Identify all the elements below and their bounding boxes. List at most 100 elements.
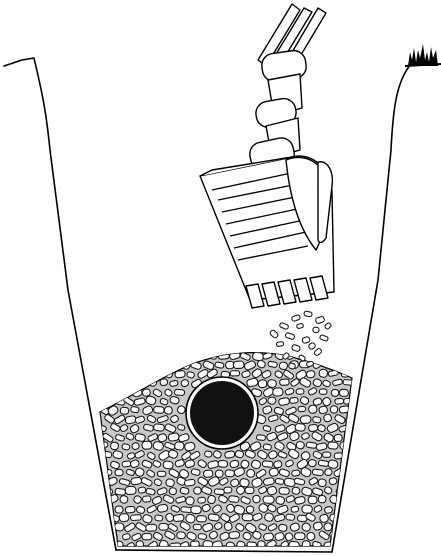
gravel-stone <box>318 460 329 467</box>
gravel-stone <box>135 379 145 387</box>
gravel-stone <box>91 486 103 496</box>
gravel-stone <box>93 505 103 514</box>
gravel-stone <box>194 487 201 494</box>
gravel-stone <box>346 540 357 550</box>
gravel-stone <box>308 424 318 432</box>
gravel-stone <box>306 442 317 449</box>
gravel-stone <box>302 505 313 513</box>
gravel-stone <box>351 514 361 523</box>
gravel-stone <box>351 460 361 469</box>
gravel-stone <box>207 495 216 505</box>
gravel-stone <box>196 516 206 522</box>
gravel-stone <box>279 488 289 495</box>
gravel-stone <box>174 441 184 450</box>
gravel-stone <box>340 532 350 541</box>
gravel-stone <box>107 368 120 379</box>
gravel-stone <box>324 523 332 531</box>
gravel-stone <box>324 506 333 514</box>
gravel-stone <box>91 361 101 370</box>
gravel-stone <box>302 540 311 549</box>
gravel-stone <box>173 514 184 522</box>
gravel-stone <box>120 407 129 414</box>
gravel-stone <box>235 450 244 458</box>
gravel-stone <box>136 540 144 548</box>
gravel-stone <box>262 460 273 467</box>
gravel-stone <box>130 406 139 413</box>
gravel-stone <box>300 416 311 424</box>
gravel-stone <box>286 514 295 521</box>
gravel-stone <box>142 533 152 539</box>
gravel-stone <box>280 379 290 386</box>
gravel-stone <box>245 487 254 493</box>
gravel-stone <box>308 460 316 467</box>
gravel-stone <box>111 442 119 449</box>
gravel-stone <box>350 387 359 395</box>
gravel-stone <box>247 542 257 548</box>
gravel-stone <box>306 370 315 378</box>
gravel-stone <box>302 336 311 344</box>
gravel-stone <box>176 532 185 540</box>
gravel-stone <box>278 397 290 405</box>
gravel-stone <box>233 361 244 369</box>
gravel-stone <box>153 369 164 379</box>
gravel-stone <box>115 469 123 476</box>
gravel-stone <box>329 477 338 485</box>
gravel-stone <box>325 469 332 476</box>
gravel-stone <box>263 444 272 451</box>
gravel-stone <box>328 460 339 469</box>
gravel-stone <box>125 486 136 494</box>
gravel-stone <box>91 378 101 387</box>
gravel-stone <box>153 424 164 432</box>
gravel-stone <box>193 524 201 530</box>
gravel-stone <box>273 388 284 397</box>
gravel-stone <box>142 441 152 449</box>
gravel-stone <box>295 533 305 540</box>
gravel-stone <box>114 360 123 368</box>
gravel-stone <box>140 369 152 380</box>
gravel-stone <box>345 503 357 513</box>
gravel-stone <box>276 341 284 346</box>
gravel-stone <box>98 497 107 502</box>
gravel-stone <box>170 543 181 549</box>
gravel-stone <box>328 442 339 450</box>
gravel-stone <box>308 496 317 504</box>
gravel-stone <box>289 541 300 550</box>
gravel-stone <box>228 496 239 503</box>
gravel-stone <box>153 406 164 413</box>
gravel-stone <box>304 311 313 317</box>
gravel-stone <box>120 353 128 360</box>
gravel-stone <box>323 452 331 457</box>
gravel-stone <box>269 329 279 338</box>
gravel-stone <box>341 352 350 361</box>
gravel-stone <box>351 533 362 541</box>
gravel-stone <box>257 540 266 548</box>
gravel-stone <box>86 352 95 359</box>
gravel-stone <box>308 404 318 414</box>
gravel-stone <box>214 489 224 495</box>
gravel-stone <box>346 468 357 477</box>
gravel-stone <box>99 353 108 359</box>
gravel-stone <box>318 478 327 487</box>
gravel-stone <box>315 316 325 324</box>
gravel-stone <box>204 451 212 457</box>
gravel-stone <box>87 405 99 416</box>
gravel-stone <box>267 486 278 496</box>
gravel-stone <box>275 478 284 484</box>
gravel-stone <box>263 496 274 503</box>
gravel-stone <box>330 406 338 414</box>
gravel-stone <box>278 524 287 532</box>
gravel-stone <box>125 506 135 513</box>
gravel-stone <box>130 371 139 378</box>
gravel-stone <box>138 487 146 494</box>
gravel-stone <box>163 461 174 470</box>
gravel-stone <box>120 495 129 503</box>
gravel-stone <box>196 352 206 360</box>
gravel-stone <box>312 416 321 423</box>
gravel-stone <box>312 469 323 476</box>
gravel-stone <box>296 389 304 395</box>
gravel-stone <box>88 530 99 540</box>
gravel-stone <box>208 514 220 522</box>
gravel-stone <box>340 478 352 489</box>
gravel-stone <box>339 514 348 522</box>
gravel-stone <box>152 354 162 360</box>
